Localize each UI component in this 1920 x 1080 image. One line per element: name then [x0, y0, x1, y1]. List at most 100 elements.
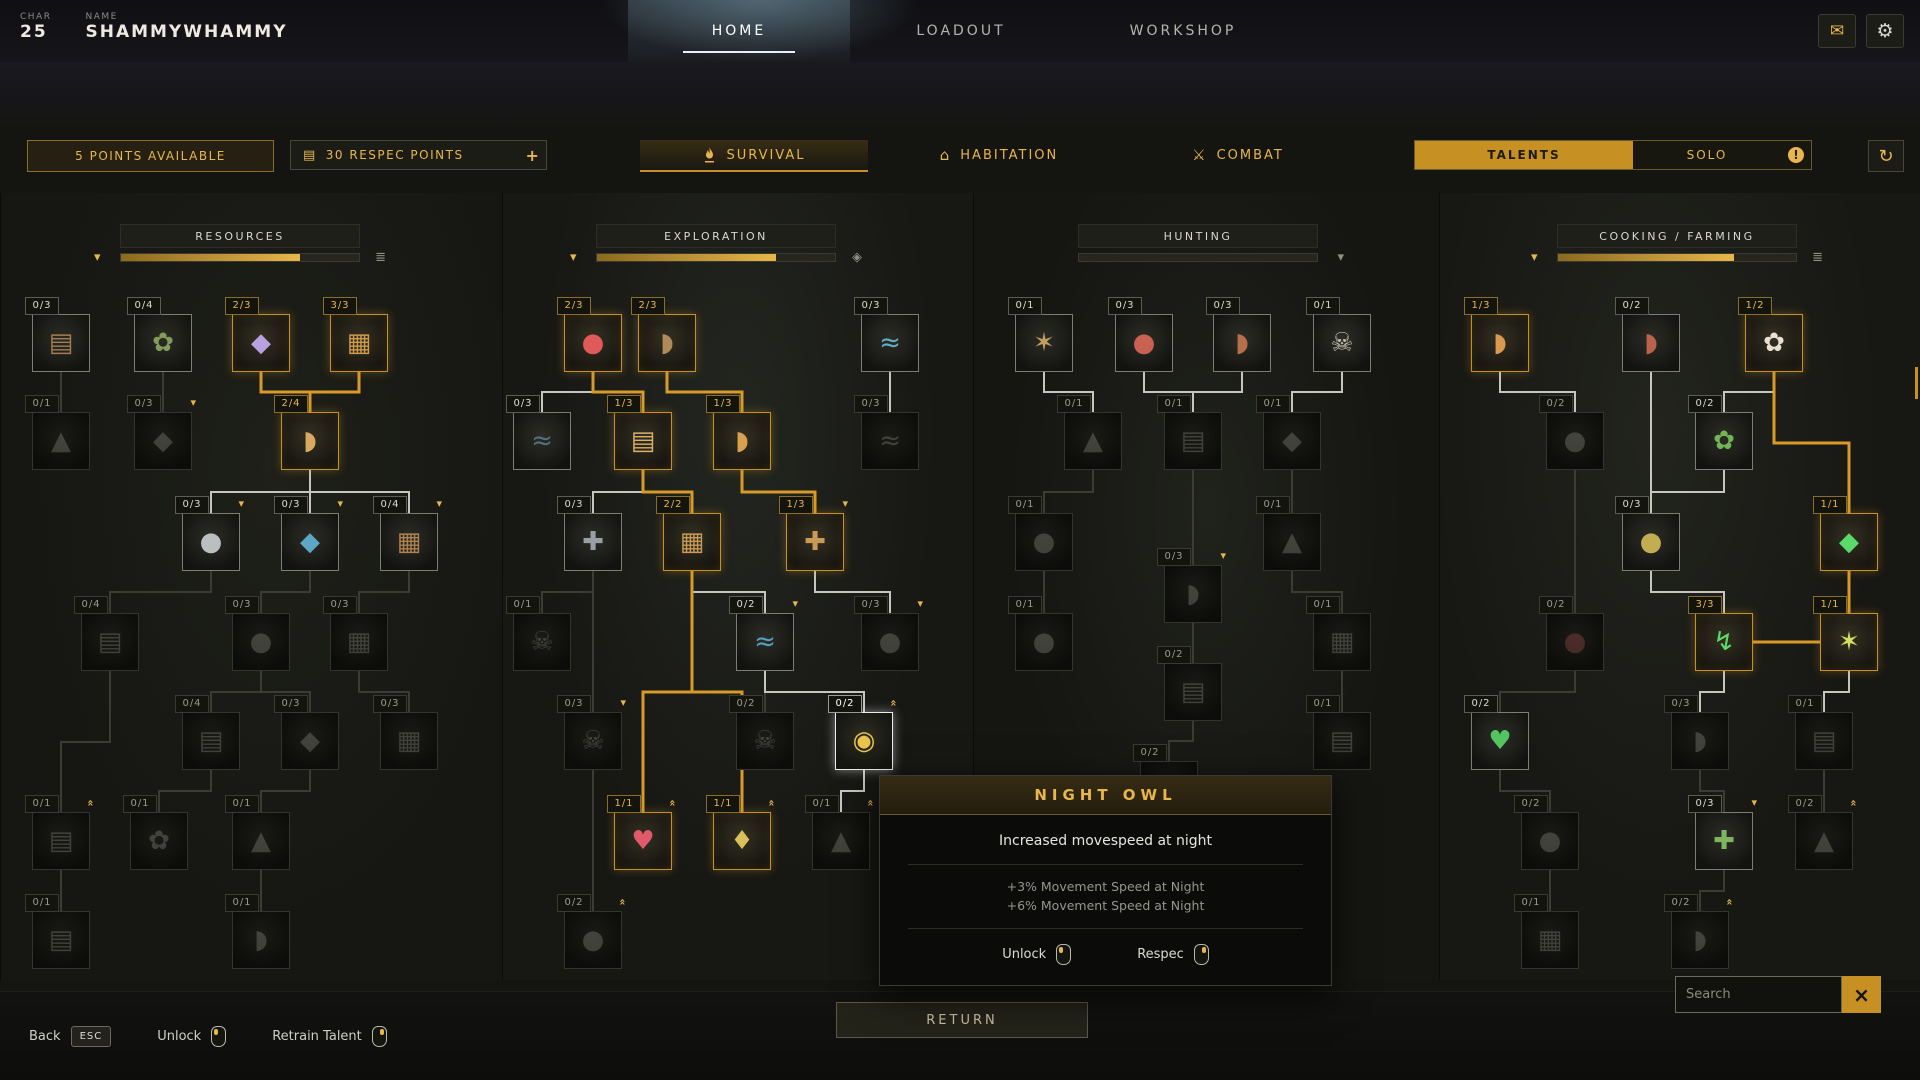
talent-node-c4[interactable]: 0/2●: [1539, 395, 1604, 470]
talent-node-c16[interactable]: 0/2▲»: [1788, 795, 1859, 870]
talent-node-r10[interactable]: 0/4▦▾: [373, 496, 442, 571]
talent-node-c6[interactable]: 0/3●: [1615, 496, 1680, 571]
talent-node-h6[interactable]: 0/1▤: [1157, 395, 1222, 470]
talent-node-r14[interactable]: 0/4▤: [175, 695, 240, 770]
talent-node-r7[interactable]: 2/4◗: [274, 395, 339, 470]
respec-action[interactable]: Respec: [1137, 943, 1209, 965]
respec-points-button[interactable]: ▤ 30 RESPEC POINTS +: [290, 140, 547, 170]
talent-node-r1[interactable]: 0/3▤: [25, 297, 90, 372]
helmet-icon[interactable]: ◈: [852, 250, 862, 265]
return-button[interactable]: RETURN: [836, 1002, 1088, 1038]
talent-node-r13[interactable]: 0/3▦: [323, 596, 388, 671]
chevron_down-icon[interactable]: ▾: [1337, 250, 1344, 265]
talent-node-c7[interactable]: 1/1◆: [1813, 496, 1878, 571]
talent-node-e3[interactable]: 0/3≈: [854, 297, 919, 372]
talent-node-c13[interactable]: 0/1▤: [1788, 695, 1853, 770]
talent-node-c11[interactable]: 0/2♥: [1464, 695, 1529, 770]
talent-node-c8[interactable]: 0/2●: [1539, 596, 1604, 671]
talent-node-c18[interactable]: 0/2◗»: [1664, 894, 1735, 969]
talent-node-c15[interactable]: 0/3✚▾: [1688, 795, 1757, 870]
tab-combat[interactable]: ⚔ COMBAT: [1178, 140, 1298, 170]
talent-node-c1[interactable]: 1/3◗: [1464, 297, 1529, 372]
scrollbar-thumb[interactable]: [1915, 367, 1918, 399]
talent-node-h3[interactable]: 0/3◗: [1206, 297, 1271, 372]
talent-node-r18[interactable]: 0/1✿: [123, 795, 188, 870]
mail-button[interactable]: ✉: [1818, 14, 1856, 48]
talent-node-h13[interactable]: 0/1▦: [1306, 596, 1371, 671]
talent-node-e16[interactable]: 0/2◉»: [828, 695, 899, 770]
talent-node-e4[interactable]: 0/3≈: [506, 395, 571, 470]
talent-node-e6[interactable]: 1/3◗: [706, 395, 771, 470]
talent-node-r5[interactable]: 0/1▲: [25, 395, 90, 470]
talent-node-c5[interactable]: 0/2✿: [1688, 395, 1753, 470]
talent-node-e10[interactable]: 1/3✚▾: [779, 496, 848, 571]
talent-node-h4[interactable]: 0/1☠: [1306, 297, 1371, 372]
talent-node-c2[interactable]: 0/2◗: [1615, 297, 1680, 372]
talent-node-r9[interactable]: 0/3◆▾: [274, 496, 343, 571]
layers-icon[interactable]: ≣: [1812, 250, 1823, 265]
toggle-solo[interactable]: SOLO: [1686, 148, 1728, 162]
talent-node-c12[interactable]: 0/3◗: [1664, 695, 1729, 770]
talent-node-e17[interactable]: 1/1♥»: [607, 795, 678, 870]
talent-node-r6[interactable]: 0/3◆▾: [127, 395, 196, 470]
talent-node-h1[interactable]: 0/1✶: [1008, 297, 1073, 372]
unlock-action[interactable]: Unlock: [1002, 943, 1072, 965]
tab-loadout[interactable]: LOADOUT: [916, 23, 1006, 39]
talent-node-e11[interactable]: 0/1☠: [506, 596, 571, 671]
talent-node-c14[interactable]: 0/2●: [1514, 795, 1579, 870]
tab-home[interactable]: HOME: [628, 0, 850, 62]
talent-node-e12[interactable]: 0/2≈▾: [729, 596, 798, 671]
talent-node-c10[interactable]: 1/1✶: [1813, 596, 1878, 671]
talent-node-r19[interactable]: 0/1▲: [225, 795, 290, 870]
search-input[interactable]: [1675, 976, 1842, 1013]
back-action[interactable]: Back ESC: [29, 1025, 112, 1047]
tab-workshop[interactable]: WORKSHOP: [1129, 23, 1237, 39]
tab-survival[interactable]: SURVIVAL: [640, 140, 868, 172]
retrain-hint[interactable]: Retrain Talent: [272, 1025, 387, 1047]
unlock-hint[interactable]: Unlock: [157, 1025, 227, 1047]
tab-habitation[interactable]: ⌂ HABITATION: [924, 140, 1074, 170]
talent-node-r3[interactable]: 2/3◆: [225, 297, 290, 372]
talent-node-h9[interactable]: 0/1▲: [1256, 496, 1321, 571]
talent-node-r8[interactable]: 0/3●▾: [175, 496, 244, 571]
talent-node-r11[interactable]: 0/4▤: [74, 596, 139, 671]
talent-node-c3[interactable]: 1/2✿: [1738, 297, 1803, 372]
talent-node-r15[interactable]: 0/3◆: [274, 695, 339, 770]
talent-node-e7[interactable]: 0/3≈: [854, 395, 919, 470]
chevron_down-icon[interactable]: ▾: [570, 250, 577, 265]
talent-node-e20[interactable]: 0/2●»: [557, 894, 628, 969]
close-search-button[interactable]: ×: [1842, 976, 1881, 1013]
talent-node-e5[interactable]: 1/3▤: [607, 395, 672, 470]
talent-node-r12[interactable]: 0/3●: [225, 596, 290, 671]
talent-node-h7[interactable]: 0/1◆: [1256, 395, 1321, 470]
talent-node-e15[interactable]: 0/2☠: [729, 695, 794, 770]
talent-node-r21[interactable]: 0/1◗: [225, 894, 290, 969]
talent-node-r4[interactable]: 3/3▦: [323, 297, 388, 372]
talent-node-c9[interactable]: 3/3↯: [1688, 596, 1753, 671]
talent-node-e18[interactable]: 1/1♦»: [706, 795, 777, 870]
talent-node-e19[interactable]: 0/1▲»: [805, 795, 876, 870]
talent-node-h12[interactable]: 0/2▤: [1157, 646, 1222, 721]
talent-node-r16[interactable]: 0/3▦: [373, 695, 438, 770]
talent-node-h10[interactable]: 0/3◗▾: [1157, 548, 1226, 623]
add-respec-icon[interactable]: +: [525, 145, 541, 165]
chevron_down-icon[interactable]: ▾: [94, 250, 101, 265]
talent-node-h5[interactable]: 0/1▲: [1057, 395, 1122, 470]
toggle-talents[interactable]: TALENTS: [1415, 141, 1633, 169]
talent-node-h11[interactable]: 0/1●: [1008, 596, 1073, 671]
talent-node-h15[interactable]: 0/1▤: [1306, 695, 1371, 770]
talent-node-c17[interactable]: 0/1▦: [1514, 894, 1579, 969]
refresh-button[interactable]: ↻: [1868, 140, 1904, 172]
talent-node-h8[interactable]: 0/1●: [1008, 496, 1073, 571]
talent-node-e2[interactable]: 2/3◗: [631, 297, 696, 372]
talent-node-e13[interactable]: 0/3●▾: [854, 596, 923, 671]
settings-button[interactable]: ⚙: [1866, 14, 1904, 48]
points-available-button[interactable]: 5 POINTS AVAILABLE: [27, 140, 274, 172]
talent-node-e1[interactable]: 2/3●: [557, 297, 622, 372]
layers-icon[interactable]: ≣: [375, 250, 386, 265]
talent-node-r17[interactable]: 0/1▤»: [25, 795, 96, 870]
talent-node-h2[interactable]: 0/3●: [1108, 297, 1173, 372]
talent-node-e9[interactable]: 2/2▦: [656, 496, 721, 571]
talent-node-r2[interactable]: 0/4✿: [127, 297, 192, 372]
talent-node-r20[interactable]: 0/1▤: [25, 894, 90, 969]
